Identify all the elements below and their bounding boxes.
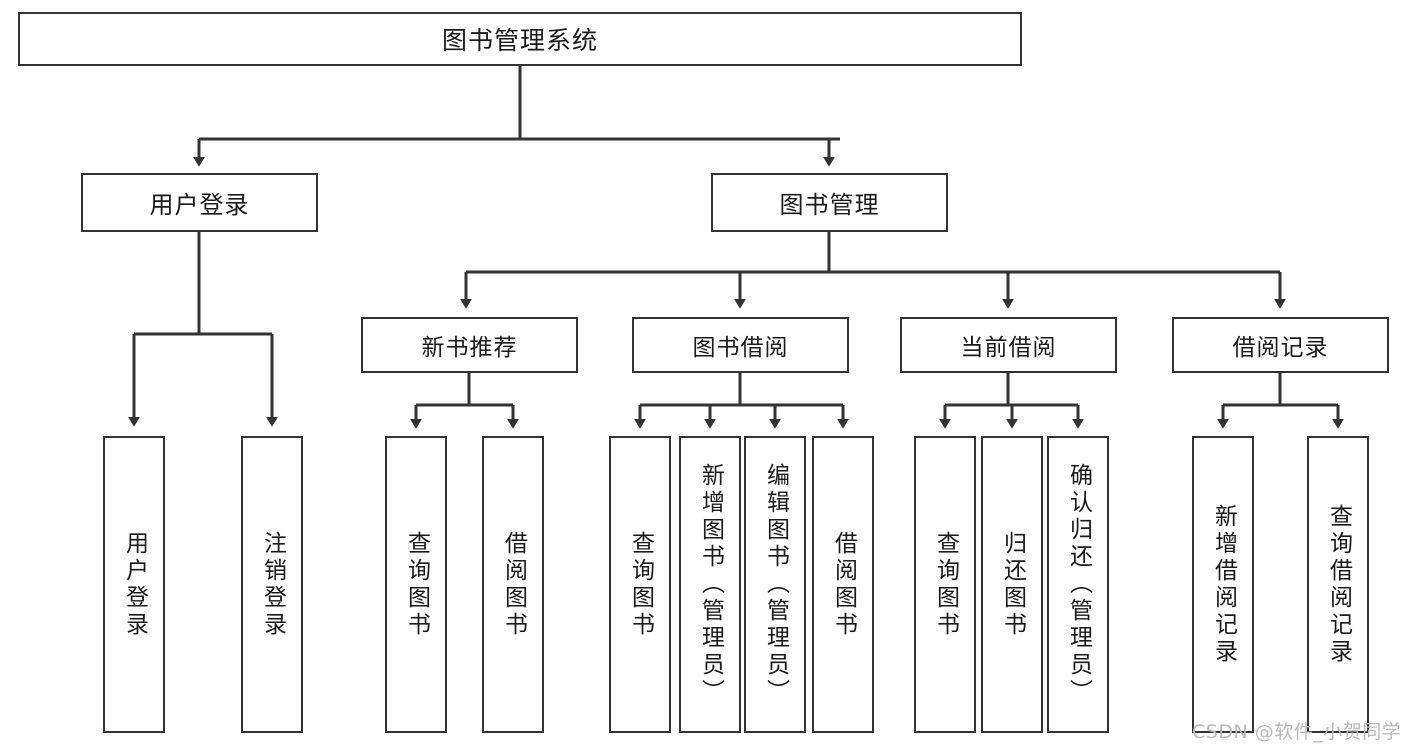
csdn-watermark: CSDN @软件_小贺同学 xyxy=(1192,721,1402,743)
node-leaf-add-book[interactable]: 新增图书（管理员） xyxy=(679,436,741,733)
node-label: 注销登录 xyxy=(259,530,286,639)
node-user-login[interactable]: 用户登录 xyxy=(81,173,318,232)
node-label: 用户登录 xyxy=(121,530,148,639)
node-leaf-borrow-book-2[interactable]: 借阅图书 xyxy=(812,436,874,733)
node-book-manage[interactable]: 图书管理 xyxy=(711,173,948,232)
node-leaf-query-book-2[interactable]: 查询图书 xyxy=(609,436,671,733)
node-label: 查询图书 xyxy=(627,530,654,639)
node-label: 归还图书 xyxy=(999,530,1026,639)
node-label: 图书管理 xyxy=(779,191,880,219)
node-book-borrow[interactable]: 图书借阅 xyxy=(632,317,849,373)
node-label: 借阅图书 xyxy=(500,530,527,639)
node-leaf-return-book[interactable]: 归还图书 xyxy=(981,436,1043,733)
node-label: 图书管理系统 xyxy=(441,26,598,55)
node-label: 新增图书（管理员） xyxy=(697,463,724,706)
node-label: 借阅图书 xyxy=(830,530,857,639)
node-label: 借阅记录 xyxy=(1232,335,1329,361)
node-leaf-add-record[interactable]: 新增借阅记录 xyxy=(1192,436,1254,733)
node-leaf-edit-book[interactable]: 编辑图书（管理员） xyxy=(744,436,806,733)
node-label: 用户登录 xyxy=(149,191,250,219)
node-leaf-user-login[interactable]: 用户登录 xyxy=(103,436,165,733)
node-root-book-management-system[interactable]: 图书管理系统 xyxy=(18,12,1022,66)
node-label: 确认归还（管理员） xyxy=(1065,463,1092,706)
node-label: 查询借阅记录 xyxy=(1325,503,1352,666)
node-label: 编辑图书（管理员） xyxy=(762,463,789,706)
node-current-borrow[interactable]: 当前借阅 xyxy=(900,317,1117,373)
node-new-book-rec[interactable]: 新书推荐 xyxy=(361,317,578,373)
node-label: 查询图书 xyxy=(932,530,959,639)
node-label: 新书推荐 xyxy=(421,335,518,361)
node-borrow-record[interactable]: 借阅记录 xyxy=(1172,317,1389,373)
node-leaf-logout[interactable]: 注销登录 xyxy=(241,436,303,733)
node-leaf-confirm-return[interactable]: 确认归还（管理员） xyxy=(1047,436,1109,733)
node-label: 查询图书 xyxy=(403,530,430,639)
node-leaf-query-record[interactable]: 查询借阅记录 xyxy=(1307,436,1369,733)
node-leaf-query-book-3[interactable]: 查询图书 xyxy=(914,436,976,733)
node-label: 当前借阅 xyxy=(960,335,1057,361)
node-label: 新增借阅记录 xyxy=(1210,503,1237,666)
node-leaf-borrow-book-1[interactable]: 借阅图书 xyxy=(482,436,544,733)
node-label: 图书借阅 xyxy=(692,335,789,361)
node-leaf-query-book-1[interactable]: 查询图书 xyxy=(385,436,447,733)
